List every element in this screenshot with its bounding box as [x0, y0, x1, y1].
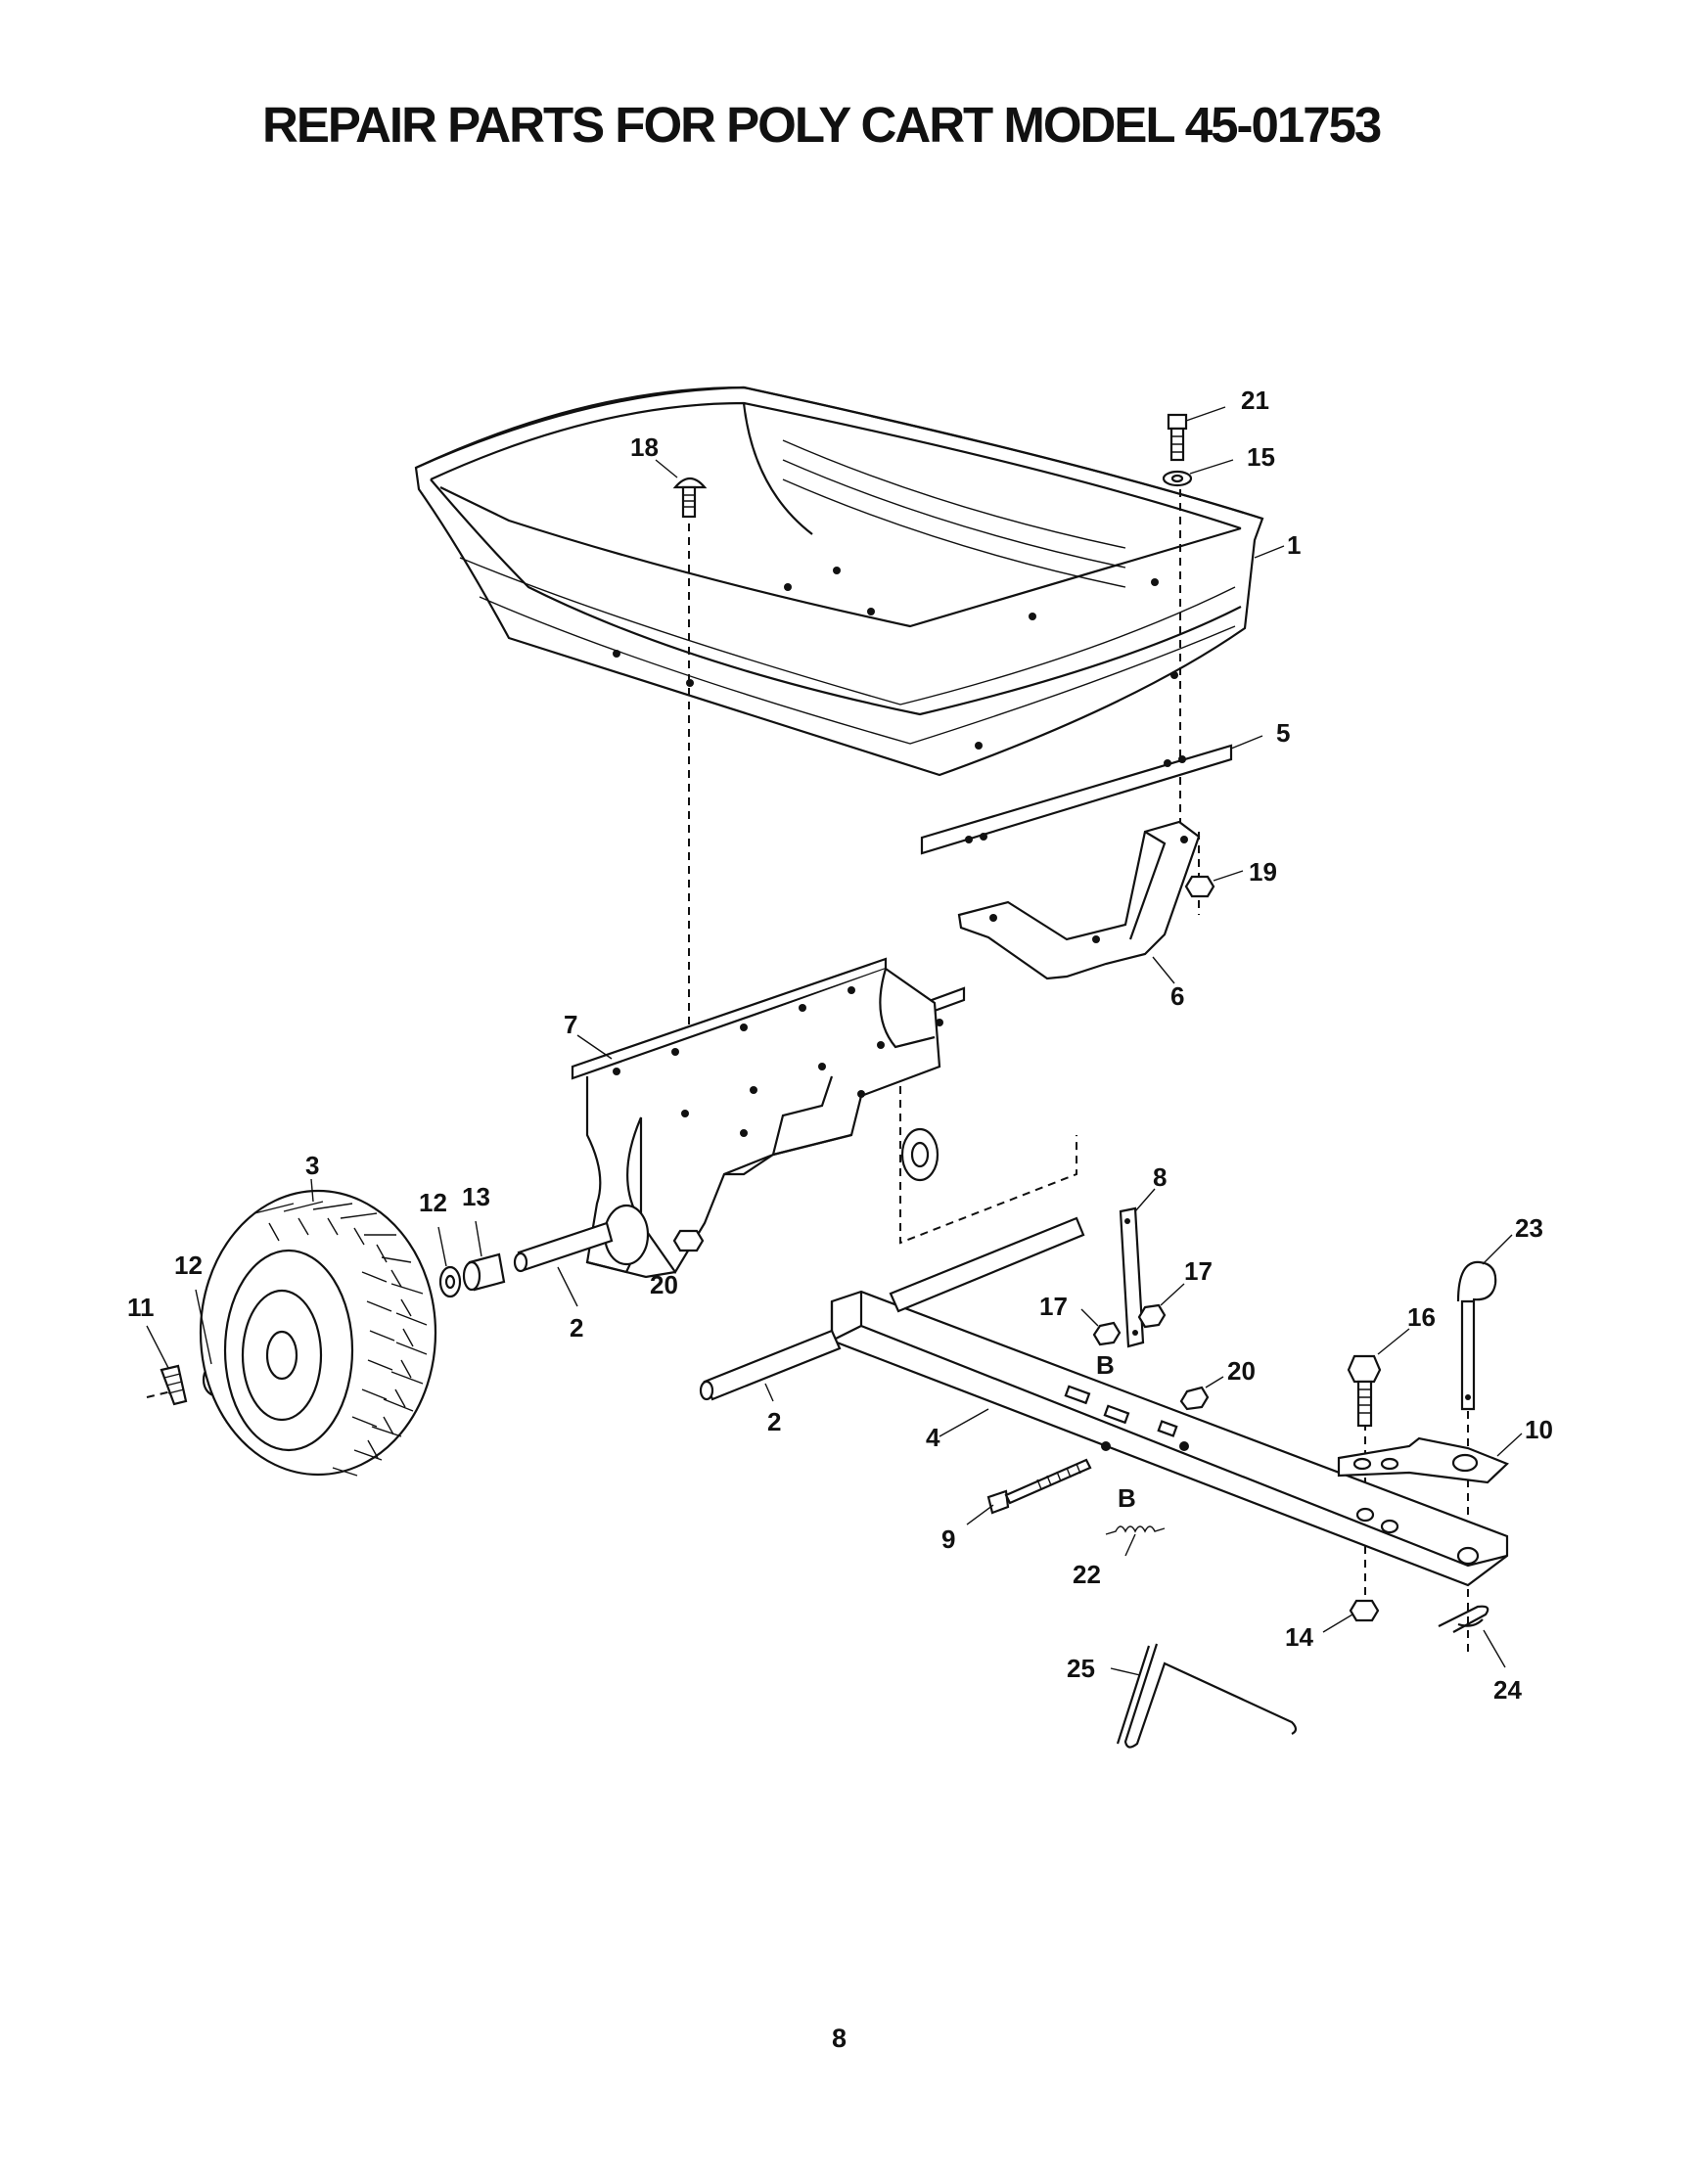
callout-24: 24 — [1493, 1675, 1522, 1705]
support-bracket — [957, 820, 1201, 980]
hex-nut-frame — [672, 1229, 705, 1252]
latch-spring — [1105, 1525, 1166, 1535]
page-number: 8 — [832, 2024, 848, 2053]
hex-nut — [1184, 875, 1215, 898]
axle-bushing — [462, 1252, 506, 1292]
callout-3: 3 — [305, 1151, 319, 1180]
hitch-bolt — [1347, 1354, 1382, 1428]
callout-15: 15 — [1247, 442, 1275, 472]
callout-16: 16 — [1407, 1302, 1436, 1332]
callout-8: 8 — [1153, 1162, 1167, 1192]
callout-20: 20 — [650, 1270, 678, 1299]
cart-frame-cradle — [571, 957, 966, 1279]
callout-11: 11 — [127, 1293, 155, 1322]
mounting-strap — [920, 744, 1233, 855]
axle-long — [699, 1216, 1085, 1401]
cart-bin — [414, 386, 1264, 777]
callout-17: 17 — [1039, 1292, 1068, 1321]
callout-17-b: 17 — [1184, 1256, 1213, 1286]
lynch-pin — [146, 1364, 188, 1406]
latch-bar — [1119, 1206, 1145, 1348]
handle-rod — [1116, 1643, 1298, 1749]
callout-19: 19 — [1249, 857, 1277, 887]
callout-21: 21 — [1241, 386, 1269, 415]
callout-5: 5 — [1276, 718, 1290, 748]
callout-b: B — [1096, 1350, 1115, 1380]
long-bolt — [986, 1458, 1092, 1515]
callout-6: 6 — [1170, 981, 1184, 1011]
callout-23: 23 — [1515, 1213, 1543, 1243]
carriage-bolt — [672, 477, 708, 519]
hitch-pin — [1456, 1260, 1497, 1411]
lock-nut — [1092, 1321, 1122, 1346]
callout-13: 13 — [462, 1182, 490, 1211]
callout-1: 1 — [1287, 530, 1301, 560]
callout-20-b: 20 — [1227, 1356, 1256, 1386]
callout-14: 14 — [1285, 1622, 1313, 1652]
callout-4: 4 — [926, 1423, 940, 1452]
callout-12-b: 12 — [174, 1251, 203, 1280]
callout-22: 22 — [1073, 1560, 1101, 1589]
callout-b-2: B — [1118, 1483, 1136, 1513]
callout-25: 25 — [1067, 1654, 1095, 1683]
callout-12: 12 — [419, 1188, 447, 1217]
page-title: REPAIR PARTS FOR POLY CART MODEL 45-0175… — [262, 97, 1382, 153]
wheel-tire — [199, 1189, 437, 1477]
axle-short — [513, 1221, 614, 1273]
callout-18: 18 — [630, 432, 659, 462]
callout-10: 10 — [1525, 1415, 1553, 1444]
hair-pin-clip — [1438, 1605, 1489, 1633]
callout-2: 2 — [570, 1313, 583, 1342]
hex-bolt-top — [1167, 413, 1188, 462]
callout-9: 9 — [941, 1524, 955, 1554]
hitch-nut — [1349, 1599, 1380, 1622]
leader-lines — [146, 406, 1523, 1676]
callout-2-b: 2 — [767, 1407, 781, 1436]
hitch-plate — [1337, 1436, 1510, 1484]
callout-7: 7 — [564, 1010, 577, 1039]
